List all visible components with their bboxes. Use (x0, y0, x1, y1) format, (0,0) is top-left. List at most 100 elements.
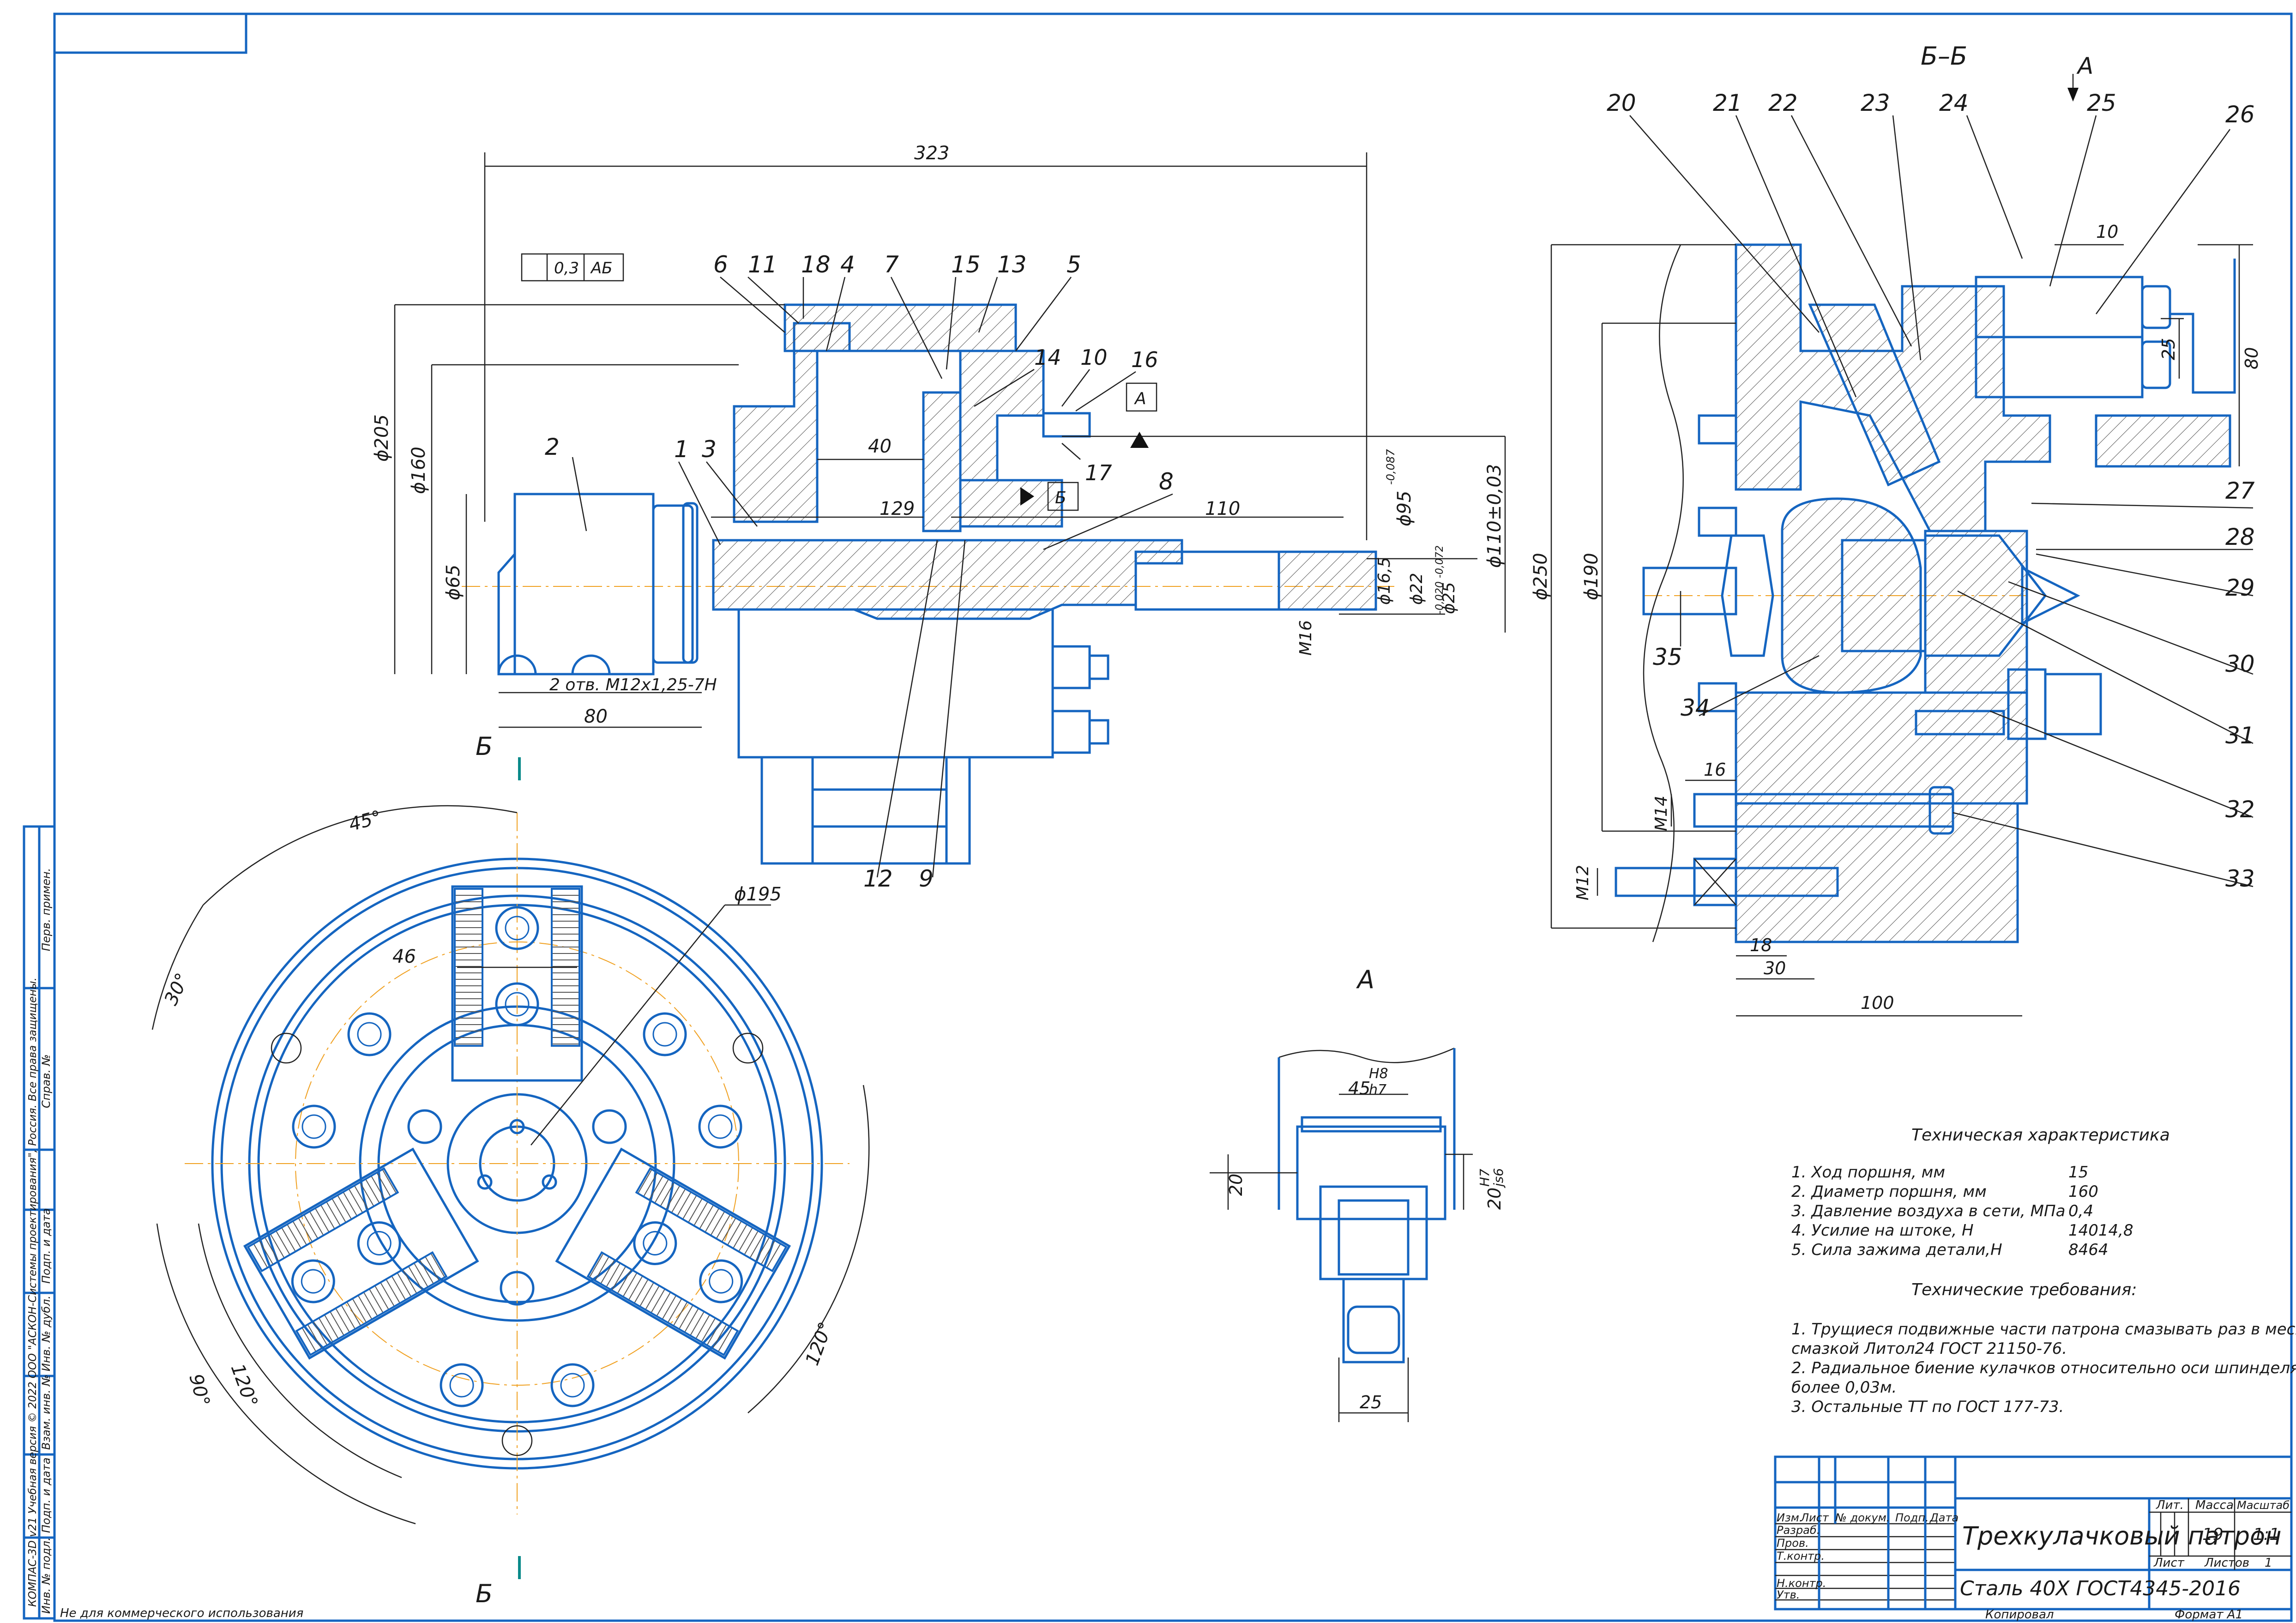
stamp-sign: Подп. (1895, 1511, 1929, 1524)
bb-dim-250: ϕ250 (1530, 553, 1551, 600)
jaw-right (555, 1147, 791, 1360)
dim-40: 40 (868, 436, 892, 457)
bb-part-29: 29 (2225, 574, 2255, 601)
callout-11: 11 (747, 251, 799, 324)
cut-label-bottom: Б (476, 1579, 493, 1608)
dim-205: ϕ205 (371, 414, 392, 462)
tech-row-4-value: 14014,8 (2068, 1221, 2133, 1240)
stamp-doc: № докум. (1834, 1511, 1890, 1524)
callout-3: 3 (702, 436, 758, 527)
tol-value: 0,3 (554, 259, 579, 278)
main-section-view: 0,3 АБ А Б Б Б 323 129 110 40 80 2 отв. … (371, 143, 1506, 1608)
part-18: 18 (801, 251, 831, 278)
dim-m16: M16 (1296, 620, 1315, 656)
a-dim-h8: H8 (1369, 1066, 1388, 1082)
dim-110-tol: ϕ110±0,03 (1484, 464, 1505, 568)
callout-2: 2 (545, 434, 587, 531)
bb-part-27: 27 (2225, 477, 2255, 504)
bb-part-28: 28 (2225, 524, 2255, 550)
role-prov: Пров. (1777, 1537, 1809, 1550)
section-bb-title: Б–Б (1921, 42, 1967, 71)
bb-callout-35: 35 (1653, 591, 1682, 670)
bb-callout-27: 27 (2031, 477, 2255, 509)
dim-129: 129 (880, 498, 915, 519)
bb-part-30: 30 (2225, 651, 2255, 677)
tech-row-2-label: 2. Диаметр поршня, мм (1791, 1183, 1987, 1201)
value-scale: 1:1 (2253, 1525, 2280, 1544)
part-2: 2 (545, 434, 560, 460)
callout-13: 13 (978, 251, 1027, 333)
bb-callout-30: 30 (2008, 581, 2255, 677)
role-tkontr: Т.контр. (1777, 1550, 1825, 1563)
marker-a: А (1134, 389, 1146, 408)
value-sheets: 1 (2265, 1556, 2272, 1570)
side-label-7: Инв. № подл. (40, 1537, 53, 1614)
a-dim-20-left: 20 (1226, 1174, 1246, 1196)
part-14: 14 (1034, 345, 1061, 370)
callout-17: 17 (1061, 443, 1112, 485)
bb-part-25: 25 (2087, 90, 2116, 116)
part-9: 9 (919, 865, 934, 892)
stamp-date: Дата (1929, 1511, 1959, 1524)
bb-part-21: 21 (1713, 90, 1742, 116)
label-scale: Масштаб (2237, 1499, 2290, 1512)
view-a-title: А (1356, 965, 1374, 994)
bb-callout-26: 26 (2095, 101, 2255, 314)
bb-part-24: 24 (1939, 90, 1969, 116)
view-a: А 45 H8 h7 20 20 H7 js6 25 (1210, 965, 1506, 1422)
dim-holes: 2 отв. M12х1,25-7H (549, 676, 717, 694)
footer-note: Не для коммерческого использования (60, 1606, 303, 1620)
stamp-list: Лист (1800, 1511, 1829, 1524)
part-3: 3 (702, 436, 717, 463)
front-view: 46 ϕ195 45° 30° 120° 90° 120° (151, 805, 870, 1525)
angle-45: 45° (347, 807, 384, 836)
part-4: 4 (840, 251, 855, 278)
a-dim-45: 45 (1348, 1078, 1370, 1098)
bb-callout-20: 20 (1607, 90, 1820, 333)
dim-160: ϕ160 (408, 446, 429, 494)
bb-part-31: 31 (2225, 722, 2255, 749)
bb-dim-100: 100 (1861, 993, 1894, 1013)
angle-120b: 120° (801, 1319, 837, 1368)
section-bb-view: Б–Б А (1530, 42, 2262, 1017)
a-dim-20-right: 20 (1484, 1188, 1505, 1210)
bb-callout-32: 32 (1989, 710, 2255, 823)
part-6: 6 (713, 251, 728, 278)
callout-16: 16 (1075, 347, 1158, 412)
callout-6: 6 (713, 251, 785, 333)
role-nkontr: Н.контр. (1777, 1577, 1826, 1590)
title-material: Сталь 40Х ГОСТ4345-2016 (1960, 1577, 2241, 1600)
callout-15: 15 (946, 251, 981, 370)
tech-row-3-value: 0,4 (2068, 1202, 2093, 1220)
side-label-2: Справ. № (40, 1054, 53, 1108)
tech-row-2-value: 160 (2068, 1183, 2098, 1201)
tech-characteristics: Техническая характеристика 1. Ход поршня… (1791, 1126, 2170, 1259)
callout-8: 8 (1043, 468, 1174, 550)
side-label-4: Инв. № дубл. (40, 1296, 53, 1371)
callout-14: 14 (974, 345, 1061, 407)
title-block: Изм. Лист № докум. Подп. Дата Разраб. Пр… (1774, 1455, 2293, 1611)
part-10: 10 (1080, 345, 1108, 370)
format-label: Формат А1 (2175, 1608, 2243, 1622)
value-mass: 19 (2202, 1525, 2224, 1544)
stamp-izm: Изм. (1777, 1511, 1802, 1524)
label-lit: Лит. (2156, 1498, 2184, 1512)
section-bb-arrow-label: А (2076, 53, 2093, 79)
dim-22: ϕ22 (1407, 573, 1426, 605)
part-16: 16 (1131, 347, 1158, 372)
dim-195: ϕ195 (734, 884, 782, 905)
tech-char-title: Техническая характеристика (1911, 1126, 2170, 1145)
bb-part-26: 26 (2225, 101, 2255, 128)
bb-callout-29: 29 (2036, 553, 2255, 601)
bb-part-22: 22 (1768, 90, 1798, 116)
dim-16-5: ϕ16,5 (1375, 557, 1394, 605)
bb-callout-33: 33 (1953, 812, 2255, 892)
bb-part-20: 20 (1607, 90, 1636, 116)
bb-dim-30: 30 (1764, 958, 1786, 978)
bb-callout-24: 24 (1939, 90, 2023, 259)
label-mass: Масса (2195, 1498, 2234, 1512)
a-dim-H7: H7 (1477, 1169, 1492, 1187)
bolt-circle (271, 1012, 764, 1456)
bb-dim-10: 10 (2096, 222, 2118, 242)
tech-req-line-4: более 0,03м. (1791, 1378, 1897, 1397)
